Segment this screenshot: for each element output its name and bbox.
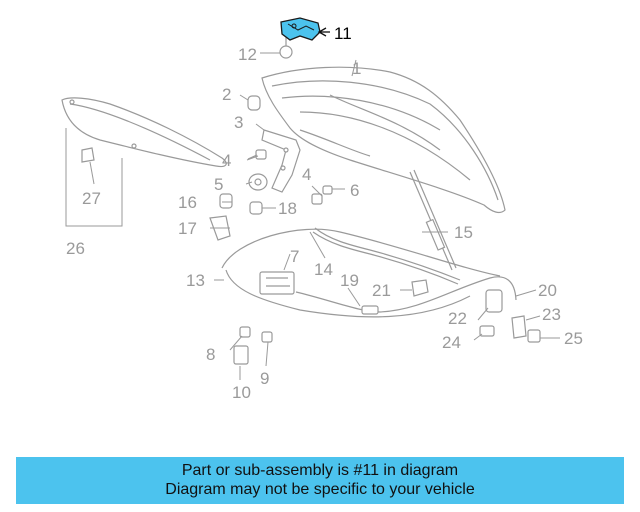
hood-latch <box>259 271 295 295</box>
cable-clip <box>411 279 429 297</box>
callout-2: 2 <box>222 85 231 104</box>
callout-9: 9 <box>260 369 269 388</box>
callout-13: 13 <box>186 271 205 290</box>
screw <box>261 331 273 343</box>
callout-26: 26 <box>66 239 85 258</box>
release-handle <box>485 289 503 313</box>
parts-diagram: 1 2 3 4 4 5 6 7 8 9 10 11 12 13 14 15 16… <box>61 17 583 402</box>
callout-24: 24 <box>442 333 461 352</box>
clip <box>249 201 263 215</box>
bolt <box>239 326 251 338</box>
hood-bumper <box>247 95 261 111</box>
callout-3: 3 <box>234 113 243 132</box>
callout-21: 21 <box>372 281 391 300</box>
highlighted-part-11 <box>280 17 321 41</box>
nut <box>233 345 249 365</box>
callout-1: 1 <box>352 59 361 78</box>
release-cable <box>295 276 517 315</box>
hood-panel <box>261 66 506 214</box>
callout-5: 5 <box>214 175 223 194</box>
callout-18: 18 <box>278 199 297 218</box>
callout-15: 15 <box>454 223 473 242</box>
callout-12: 12 <box>238 45 257 64</box>
handle-bolt <box>479 325 495 337</box>
lock-support <box>312 227 461 285</box>
callout-22: 22 <box>448 309 467 328</box>
callout-14: 14 <box>314 260 333 279</box>
callout-4-right: 4 <box>302 165 311 184</box>
insulator-clip <box>81 147 95 163</box>
handle-clip <box>527 329 541 343</box>
handle-bracket <box>511 315 527 339</box>
banner-line-1: Part or sub-assembly is #11 in diagram <box>181 462 459 479</box>
callout-10: 10 <box>232 383 251 402</box>
hood-support-rod <box>409 169 457 271</box>
callout-11: 11 <box>334 24 352 43</box>
hood-seal <box>221 228 501 318</box>
callout-8: 8 <box>206 345 215 364</box>
callout-6: 6 <box>350 181 359 200</box>
part-info-banner: Part or sub-assembly is #11 in diagram D… <box>16 457 624 504</box>
hinge-bushing <box>248 173 268 191</box>
hinge-bolt-nut <box>311 185 333 205</box>
callout-20: 20 <box>538 281 557 300</box>
hood-insulator-pad <box>61 97 227 168</box>
callout-16: 16 <box>178 193 197 212</box>
hinge-bolt <box>247 149 267 160</box>
side-bumper <box>219 193 233 209</box>
callout-19: 19 <box>340 271 359 290</box>
callout-27: 27 <box>82 189 101 208</box>
callout-25: 25 <box>564 329 583 348</box>
callout-4-left: 4 <box>222 151 231 170</box>
callout-23: 23 <box>542 305 561 324</box>
callout-17: 17 <box>178 219 197 238</box>
callout-7: 7 <box>290 247 299 266</box>
hood-hinge <box>261 129 301 193</box>
banner-line-2: Diagram may not be specific to your vehi… <box>165 481 475 498</box>
